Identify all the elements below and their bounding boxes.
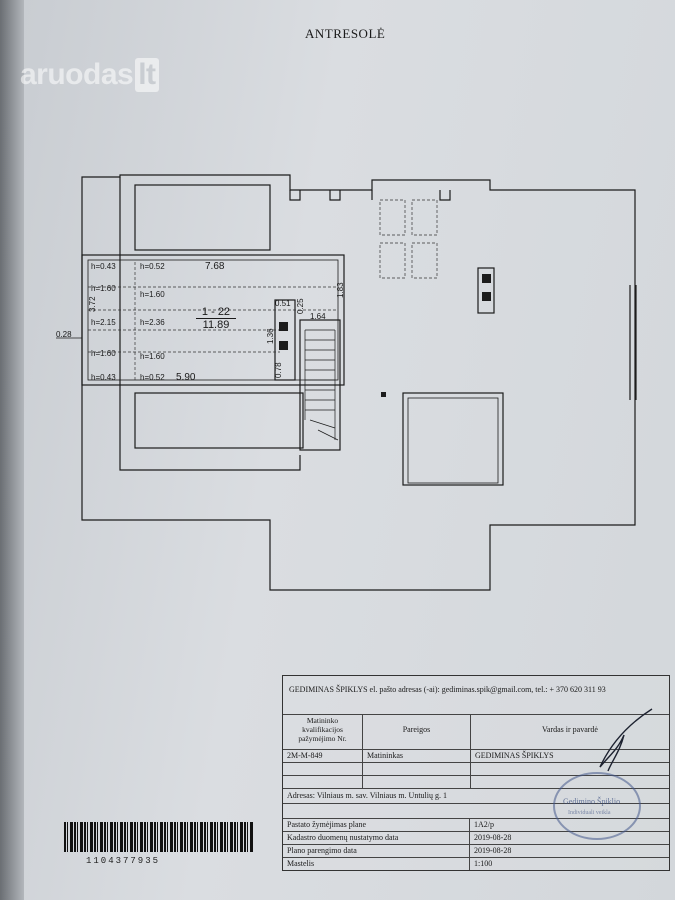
height-label: h=2.15 xyxy=(91,318,116,327)
dimension-label: 0.25 xyxy=(296,298,305,314)
room-id: 1 - 22 xyxy=(196,306,236,319)
height-label: h=1.60 xyxy=(91,284,116,293)
height-label: h=0.52 xyxy=(140,373,165,382)
barcode-number: 1104377935 xyxy=(86,856,161,866)
col-cert-header: Matininko kvalifikacijos pažymėjimo Nr. xyxy=(283,715,363,749)
page-title: ANTRESOLĖ xyxy=(305,26,386,41)
cert-number: 2M-M-849 xyxy=(283,750,363,762)
info-value: 1:100 xyxy=(474,859,493,868)
dimension-label: 5.90 xyxy=(176,372,196,383)
height-label: h=0.43 xyxy=(91,262,116,271)
info-value: 2019-08-28 xyxy=(474,833,512,842)
height-label: h=0.43 xyxy=(91,373,116,382)
dimension-label: 1.64 xyxy=(310,312,326,321)
author-line: GEDIMINAS ŠPIKLYS el. pašto adresas (-ai… xyxy=(289,685,606,694)
info-value: 1A2/p xyxy=(474,820,494,829)
surveyor-stamp xyxy=(553,772,641,840)
signature xyxy=(599,708,653,772)
height-label: h=1.60 xyxy=(140,352,165,361)
dimension-label: 0.28 xyxy=(56,330,72,339)
room-label: 1 - 22 11.89 xyxy=(196,306,236,331)
height-label: h=1.60 xyxy=(140,290,165,299)
dimension-label: 3.72 xyxy=(88,296,97,312)
info-label: Kadastro duomenų nustatymo data xyxy=(283,832,470,844)
dimension-label: 1.36 xyxy=(266,328,275,344)
barcode xyxy=(64,822,254,852)
info-value: 2019-08-28 xyxy=(474,846,512,855)
name-value: GEDIMINAS ŠPIKLYS xyxy=(475,751,554,760)
document-page xyxy=(24,0,675,900)
stamp-subtext: Individuali veikla xyxy=(568,810,611,816)
room-area: 11.89 xyxy=(202,319,230,331)
height-label: h=2.36 xyxy=(140,318,165,327)
dimension-label: 0.78 xyxy=(274,362,283,378)
stamp-text: Gedimino Špiklio xyxy=(563,797,621,806)
dimension-label: 1.83 xyxy=(336,282,345,298)
height-label: h=1.60 xyxy=(91,349,116,358)
col-role-header: Pareigos xyxy=(363,715,471,749)
info-label: Plano parengimo data xyxy=(283,845,470,857)
info-label: Pastato žymėjimas plane xyxy=(283,819,470,831)
col-name-header: Vardas ir pavardė xyxy=(542,725,598,734)
height-label: h=0.52 xyxy=(140,262,165,271)
role-value: Matininkas xyxy=(363,750,471,762)
address-line: Adresas: Vilniaus m. sav. Vilniaus m. Un… xyxy=(287,791,447,800)
info-label: Mastelis xyxy=(283,858,470,870)
dimension-label: 0.51 xyxy=(275,299,291,308)
dimension-label: 7.68 xyxy=(205,261,225,272)
